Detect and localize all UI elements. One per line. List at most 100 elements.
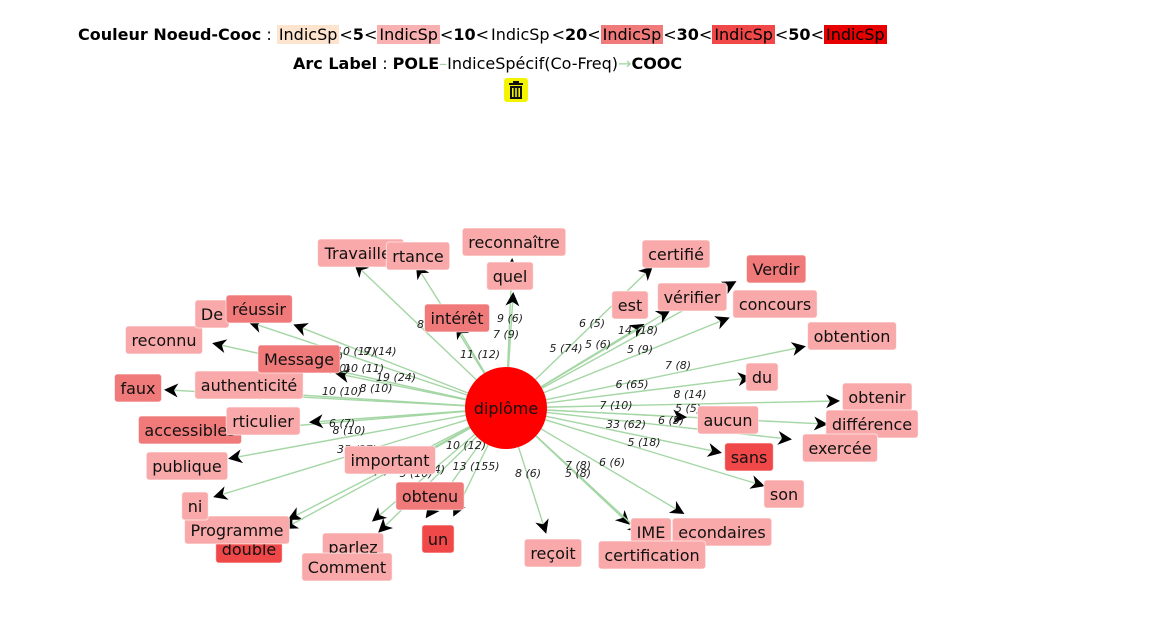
node-box (385, 241, 451, 271)
arc-label-legend: Arc Label : POLE–IndiceSpécif(Co-Freq)→C… (293, 53, 682, 75)
graph-node[interactable]: authenticité (194, 370, 304, 400)
edge (540, 314, 663, 388)
graph-node[interactable]: Comment (301, 552, 393, 582)
graph-node[interactable]: sans (724, 442, 774, 472)
legend-threshold-1: 10 (453, 25, 476, 44)
edge (360, 269, 477, 381)
edge-arrowhead (378, 518, 394, 533)
edge-label: 7 (8) (665, 359, 691, 372)
graph-node[interactable]: son (763, 479, 805, 509)
edge (344, 374, 466, 401)
edge-arrowhead (737, 372, 752, 387)
edge-label: 10 (17) (336, 345, 376, 358)
graph-node[interactable]: obtenu (395, 481, 465, 511)
graph-node[interactable]: concours (732, 289, 818, 319)
edge (507, 301, 514, 368)
node-box (807, 321, 897, 351)
graph-node[interactable]: Programme (184, 515, 290, 545)
node-box (745, 362, 779, 392)
edge-label: 6 (5) (579, 317, 605, 330)
node-label: De (201, 305, 223, 324)
graph-node[interactable]: publique (145, 451, 229, 481)
graph-node[interactable]: reçoit (523, 538, 583, 568)
graph-node[interactable]: Travailler (317, 238, 405, 268)
graph-node[interactable]: econdaires (671, 517, 773, 547)
legend-swatch-1: IndicSp (377, 25, 440, 44)
graph-node[interactable]: faux (113, 373, 163, 403)
graph-node[interactable]: important (343, 445, 437, 475)
edges-layer (164, 258, 840, 534)
node-label: certification (604, 546, 699, 565)
graph-node[interactable]: rticulier (225, 406, 301, 436)
node-box (724, 442, 774, 472)
graph-node[interactable]: un (421, 524, 455, 554)
graph-node[interactable]: reconnu (124, 325, 204, 355)
graph-node[interactable]: ni (181, 491, 209, 521)
node-box (696, 405, 760, 435)
legend-swatch-0: IndicSp (276, 25, 340, 44)
edge-arrowhead (813, 416, 828, 431)
graph-node[interactable]: obtenir (841, 382, 913, 412)
graph-node[interactable]: certification (597, 540, 707, 570)
node-label: accessibles (144, 421, 235, 440)
graph-node[interactable]: obtention (807, 321, 897, 351)
node-label: sans (731, 448, 768, 467)
node-box (225, 406, 301, 436)
graph-node[interactable]: rtance (385, 241, 451, 271)
graph-node[interactable]: vérifier (657, 282, 728, 312)
graph-node[interactable]: IME (630, 517, 672, 547)
edge-arrowhead (213, 486, 229, 500)
graph-node[interactable]: quel (486, 261, 534, 291)
node-box (343, 445, 437, 475)
edge-label: 7 (10) (599, 399, 632, 412)
node-label: parlez (328, 538, 377, 557)
edge-arrowhead (668, 500, 685, 515)
legend-swatch-5: IndicSp (823, 25, 887, 44)
graph-node[interactable]: différence (825, 409, 919, 439)
node-box (423, 303, 491, 333)
graph-node[interactable]: réussir (225, 294, 293, 324)
legend-lt: < (663, 25, 677, 44)
node-label: important (350, 451, 429, 470)
graph-node[interactable]: Message (257, 344, 341, 374)
graph-node[interactable]: De (194, 299, 230, 329)
edge-arrowhead (777, 430, 792, 445)
center-node[interactable]: diplôme (465, 367, 547, 449)
node-box (113, 373, 163, 403)
node-label: concours (739, 295, 811, 314)
graph-node[interactable]: exercée (801, 433, 879, 463)
node-box (421, 524, 455, 554)
edge-arrowhead (293, 323, 309, 337)
legend-lt: < (363, 25, 378, 44)
node-label: Message (264, 350, 334, 369)
edge (546, 415, 713, 452)
graph-node[interactable]: aucun (696, 405, 760, 435)
graph-node[interactable]: intérêt (423, 303, 491, 333)
graph-node[interactable]: Verdir (745, 254, 807, 284)
graph-node[interactable]: accessibles (137, 415, 243, 445)
trash-icon (509, 81, 523, 99)
edge-label: 8 (10) (332, 424, 365, 437)
edge (257, 324, 468, 396)
edge (546, 347, 797, 401)
node-box (486, 261, 534, 291)
edge-label: 10 (12) (446, 439, 486, 452)
node-box (461, 227, 567, 257)
delete-button[interactable] (504, 78, 528, 102)
edge-arrowhead (287, 507, 304, 520)
graph-node[interactable]: est (611, 290, 649, 320)
edge-arrowhead (309, 414, 324, 429)
node-box (257, 344, 341, 374)
node-box (657, 282, 728, 312)
graph-node[interactable]: du (745, 362, 779, 392)
graph-node[interactable]: reconnaître (461, 227, 567, 257)
node-label: rticulier (232, 412, 294, 431)
edge-arrowhead (637, 266, 653, 281)
legend-threshold-0: 5 (352, 25, 364, 44)
graph-node[interactable]: certifié (641, 239, 711, 269)
node-label: IME (637, 523, 666, 542)
node-label: publique (152, 457, 221, 476)
node-label: obtenir (848, 388, 906, 407)
edge (318, 410, 466, 423)
